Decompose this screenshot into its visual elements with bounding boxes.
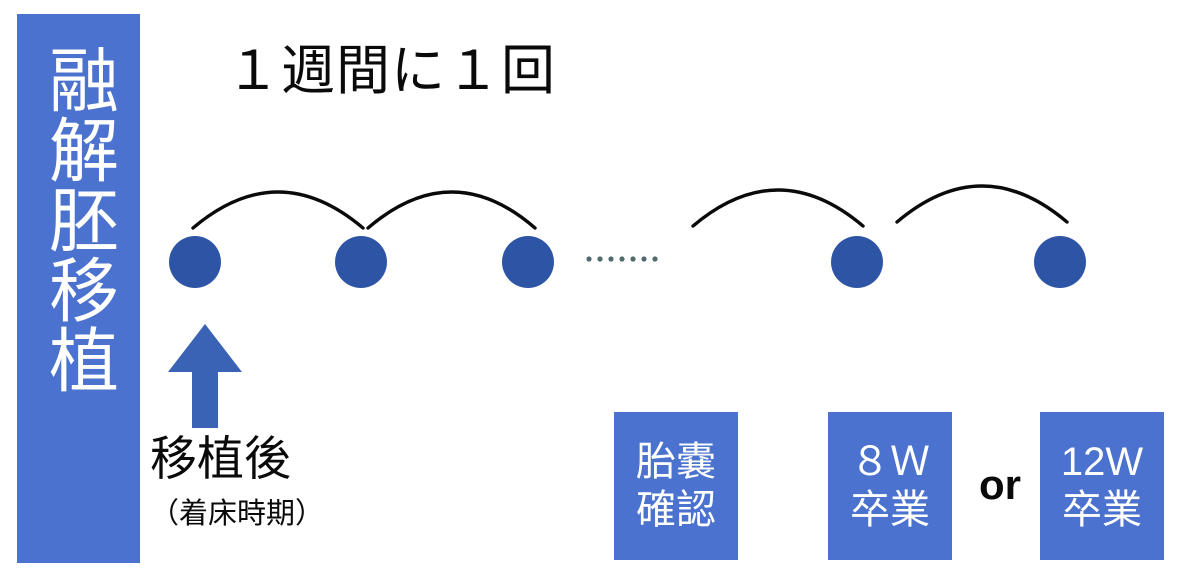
frozen-embryo-transfer-banner: 融解胚移植 (17, 14, 140, 563)
ellipsis-dot (652, 256, 658, 262)
ellipsis-dot (597, 256, 603, 262)
arc-n-1-arc (691, 188, 865, 228)
milestone-line-2: 卒業 (1062, 488, 1142, 532)
implantation-period-label: （着床時期） (150, 498, 325, 530)
visit-interval-arcs (191, 184, 1069, 230)
ellipsis-dot (619, 256, 625, 262)
milestone-line-1: ８Ｗ (850, 440, 930, 484)
visit-2-node-icon (335, 236, 387, 288)
up-arrow-icon (168, 324, 242, 428)
visit-nodes (169, 236, 1086, 288)
visit-n1-node-icon (831, 236, 883, 288)
arc-n-2-arc (895, 184, 1069, 224)
visit-n2-node-icon (1034, 236, 1086, 288)
milestone-gestational-sac: 胎嚢 確認 (614, 412, 738, 560)
banner-label: 融解胚移植 (39, 44, 118, 394)
visit-3-node-icon (502, 236, 554, 288)
frequency-heading: １週間に１回 (226, 41, 556, 101)
ellipsis-dot (641, 256, 647, 262)
milestone-line-1: 12W (1060, 440, 1144, 484)
continuation-ellipsis (586, 256, 658, 262)
arc-2-3-arc (366, 190, 537, 230)
milestone-graduate-12w: 12W 卒業 (1040, 412, 1164, 560)
post-transfer-arrow-icon (168, 324, 242, 428)
or-conjunction-label: or (979, 461, 1021, 508)
arc-1-2-arc (191, 190, 365, 230)
milestone-line-2: 卒業 (850, 488, 930, 532)
visit-1-node-icon (169, 236, 221, 288)
post-transfer-label: 移植後 (150, 432, 291, 485)
milestone-line-1: 胎嚢 (636, 440, 716, 484)
ellipsis-dot (586, 256, 592, 262)
ellipsis-dot (608, 256, 614, 262)
milestone-line-2: 確認 (636, 488, 716, 532)
ellipsis-dot (630, 256, 636, 262)
milestone-graduate-8w: ８Ｗ 卒業 (828, 412, 952, 560)
